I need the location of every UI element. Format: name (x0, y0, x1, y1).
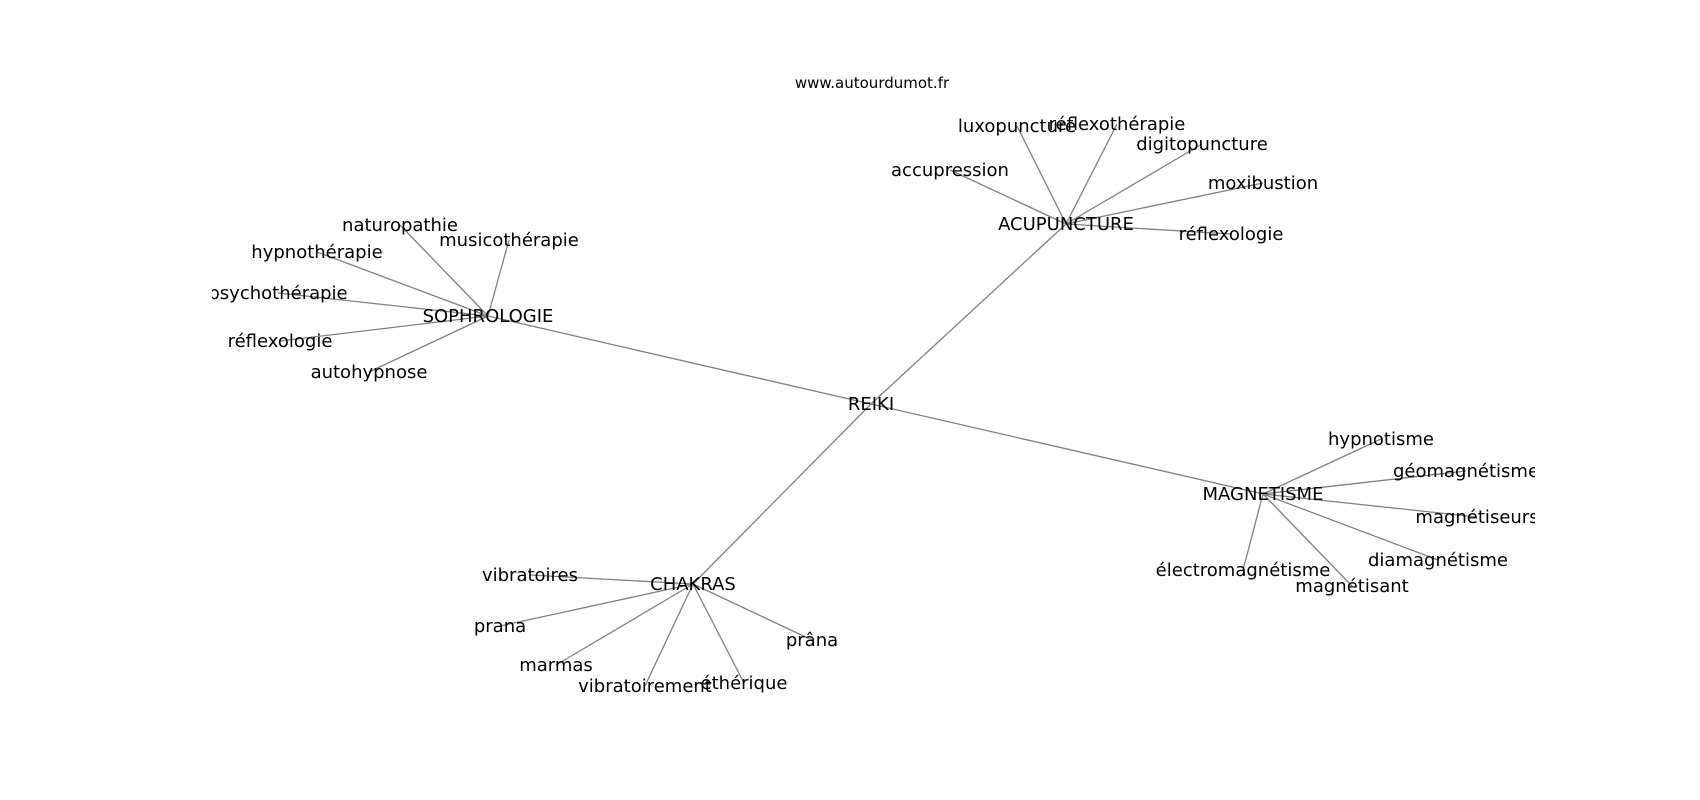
child-node-label: diamagnétisme (1368, 550, 1508, 571)
edge-group-to-child (1065, 223, 1232, 235)
edge-group-to-child (1262, 493, 1353, 587)
edge-group-to-child (692, 583, 745, 684)
edge-group-to-child (1262, 493, 1478, 518)
child-node-label: marmas (519, 655, 593, 676)
child-node-label: géomagnétisme (1393, 461, 1539, 482)
child-node-label: accupression (891, 160, 1009, 181)
child-node-label: psychothérapie (208, 283, 347, 304)
center-node-label: REIKI (848, 394, 894, 415)
child-node-label: naturopathie (342, 215, 458, 236)
edge-group-to-child (555, 583, 694, 666)
child-node-label: musicothérapie (439, 230, 579, 251)
edge-group-to-child (949, 169, 1067, 225)
group-node-label: CHAKRAS (650, 574, 736, 595)
edge-group-to-child (1262, 438, 1382, 495)
edge-center-to-group (692, 403, 872, 585)
source-label: www.autourdumot.fr (795, 74, 950, 92)
child-node-label: réflexologie (1179, 224, 1284, 245)
child-node-label: prana (474, 616, 526, 637)
edge-center-to-group (487, 315, 872, 405)
child-node-label: digitopuncture (1136, 134, 1268, 155)
edge-group-to-child (1262, 493, 1439, 561)
child-node-label: hypnotisme (1328, 429, 1434, 450)
child-node-label: hypnothérapie (251, 242, 382, 263)
child-node-label: éthérique (701, 673, 788, 694)
child-node-label: magnétisant (1295, 576, 1408, 597)
child-node-label: réflexothérapie (1049, 114, 1186, 135)
edge-group-to-child (692, 583, 813, 641)
group-node-label: MAGNETISME (1203, 484, 1324, 505)
group-node-label: ACUPUNCTURE (998, 214, 1134, 235)
edge-group-to-child (499, 583, 694, 627)
edge-center-to-group (870, 403, 1264, 495)
edge-group-to-child (1262, 470, 1467, 495)
edge-group-to-child (277, 292, 489, 317)
child-node-label: électromagnétisme (1156, 560, 1331, 581)
group-node-label: SOPHROLOGIE (423, 306, 554, 327)
edge-group-to-child (316, 251, 489, 317)
edge-group-to-child (1065, 182, 1264, 225)
edge-group-to-child (1242, 493, 1264, 571)
edge-group-to-child (368, 315, 489, 373)
edge-group-to-child (644, 583, 694, 687)
child-node-label: autohypnose (311, 362, 428, 383)
edge-group-to-child (529, 574, 694, 585)
child-node-label: vibratoirement (578, 676, 712, 697)
edges (277, 123, 1478, 687)
edge-group-to-child (487, 239, 510, 317)
child-node-label: réflexologie (228, 331, 333, 352)
child-node-label: moxibustion (1208, 173, 1318, 194)
child-node-label: prâna (786, 630, 838, 651)
child-node-label: magnétiseurs (1415, 507, 1538, 528)
child-node-label: luxopuncture (958, 116, 1076, 137)
edge-group-to-child (1065, 143, 1203, 225)
edge-group-to-child (1065, 123, 1118, 225)
edge-center-to-group (870, 223, 1067, 405)
node-labels: REIKI ACUPUNCTURE luxopunctureréflexothéra… (208, 114, 1539, 697)
edge-group-to-child (1016, 125, 1067, 225)
edge-group-to-child (399, 224, 489, 317)
child-node-label: vibratoires (482, 565, 578, 586)
edge-group-to-child (279, 315, 489, 342)
